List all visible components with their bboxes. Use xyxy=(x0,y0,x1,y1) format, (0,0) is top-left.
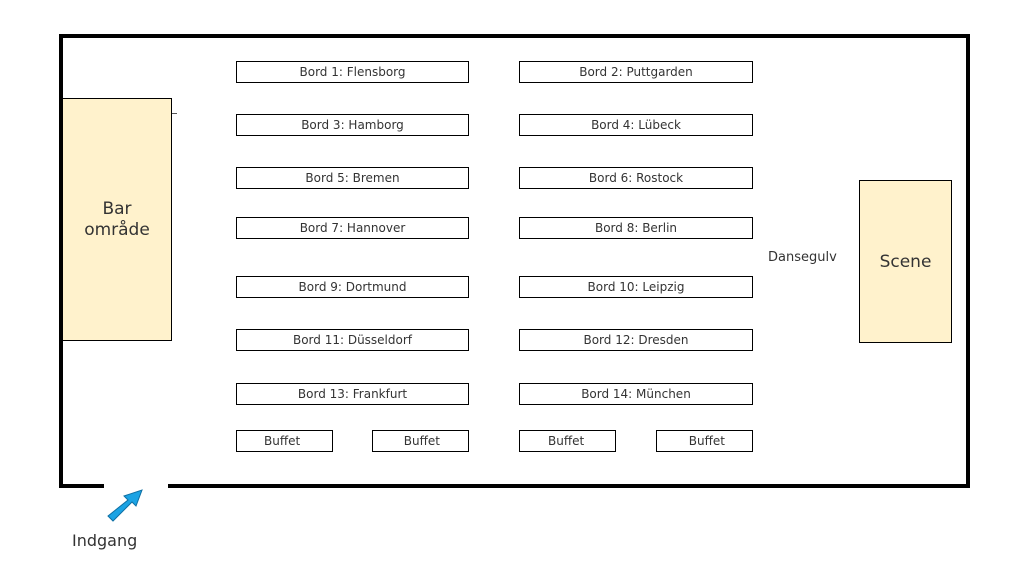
table-2: Bord 2: Puttgarden xyxy=(519,61,753,83)
table-3: Bord 3: Hamborg xyxy=(236,114,469,136)
table-14: Bord 14: München xyxy=(519,383,753,405)
table-6: Bord 6: Rostock xyxy=(519,167,753,189)
arrow-up-right-icon xyxy=(107,489,143,522)
bar-area: Bar område xyxy=(62,98,172,341)
buffet-4: Buffet xyxy=(656,430,753,452)
table-7: Bord 7: Hannover xyxy=(236,217,469,239)
stage-label: Scene xyxy=(879,251,932,272)
table-11: Bord 11: Düsseldorf xyxy=(236,329,469,351)
table-13: Bord 13: Frankfurt xyxy=(236,383,469,405)
bar-marker-line xyxy=(170,113,177,114)
stage: Scene xyxy=(859,180,952,343)
entrance-label: Indgang xyxy=(72,531,138,550)
table-1: Bord 1: Flensborg xyxy=(236,61,469,83)
table-8: Bord 8: Berlin xyxy=(519,217,753,239)
table-5: Bord 5: Bremen xyxy=(236,167,469,189)
buffet-3: Buffet xyxy=(519,430,616,452)
table-10: Bord 10: Leipzig xyxy=(519,276,753,298)
table-12: Bord 12: Dresden xyxy=(519,329,753,351)
room-wall xyxy=(59,34,970,488)
table-9: Bord 9: Dortmund xyxy=(236,276,469,298)
dance-floor-label: Dansegulv xyxy=(768,250,837,265)
bar-area-label-line2: område xyxy=(84,219,150,240)
buffet-2: Buffet xyxy=(372,430,469,452)
bar-area-label-line1: Bar xyxy=(102,198,132,219)
buffet-1: Buffet xyxy=(236,430,333,452)
entrance-door-gap xyxy=(104,478,168,488)
table-4: Bord 4: Lübeck xyxy=(519,114,753,136)
